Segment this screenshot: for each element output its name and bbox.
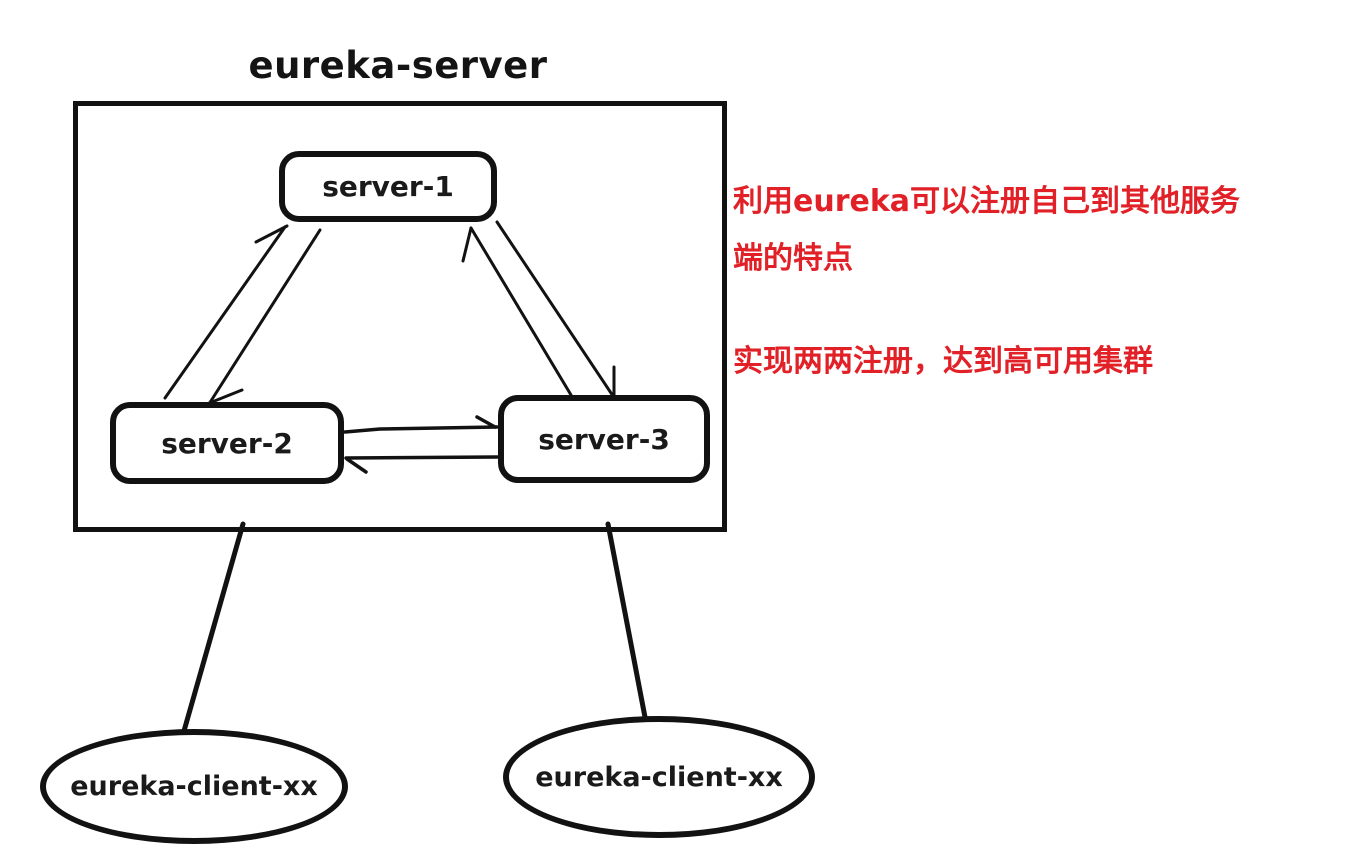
annotation-register-to-other-servers: 利用eureka可以注册自己到其他服务 — [733, 184, 1241, 219]
annotation-pairwise-registration: 实现两两注册，达到高可用集群 — [733, 344, 1153, 379]
node-server-3: server-3 — [498, 395, 710, 483]
node-eureka-client-right: eureka-client-xx — [503, 716, 815, 838]
link-cluster-to-client-right — [605, 521, 652, 741]
eureka-server-cluster-boundary — [73, 101, 727, 532]
node-server-3-label: server-3 — [538, 422, 670, 456]
arrow-server2-to-server3 — [343, 415, 499, 434]
node-eureka-client-left: eureka-client-xx — [40, 729, 348, 844]
diagram-title: eureka-server — [248, 44, 548, 87]
annotation-register-to-other-servers-cont: 端的特点 — [733, 241, 853, 276]
arrow-server1-to-server3 — [495, 220, 616, 399]
node-server-2-label: server-2 — [161, 426, 293, 460]
node-server-1-label: server-1 — [322, 170, 454, 203]
node-eureka-client-right-label: eureka-client-xx — [535, 761, 783, 793]
arrow-server3-to-server2 — [344, 455, 499, 474]
arrow-server3-to-server1 — [461, 226, 579, 407]
node-eureka-client-left-label: eureka-client-xx — [70, 771, 318, 802]
node-server-2: server-2 — [110, 402, 344, 484]
node-server-1: server-1 — [279, 151, 497, 222]
arrow-server2-to-server1 — [163, 224, 289, 400]
link-cluster-to-client-left — [177, 521, 246, 748]
arrow-server1-to-server2 — [205, 228, 322, 406]
